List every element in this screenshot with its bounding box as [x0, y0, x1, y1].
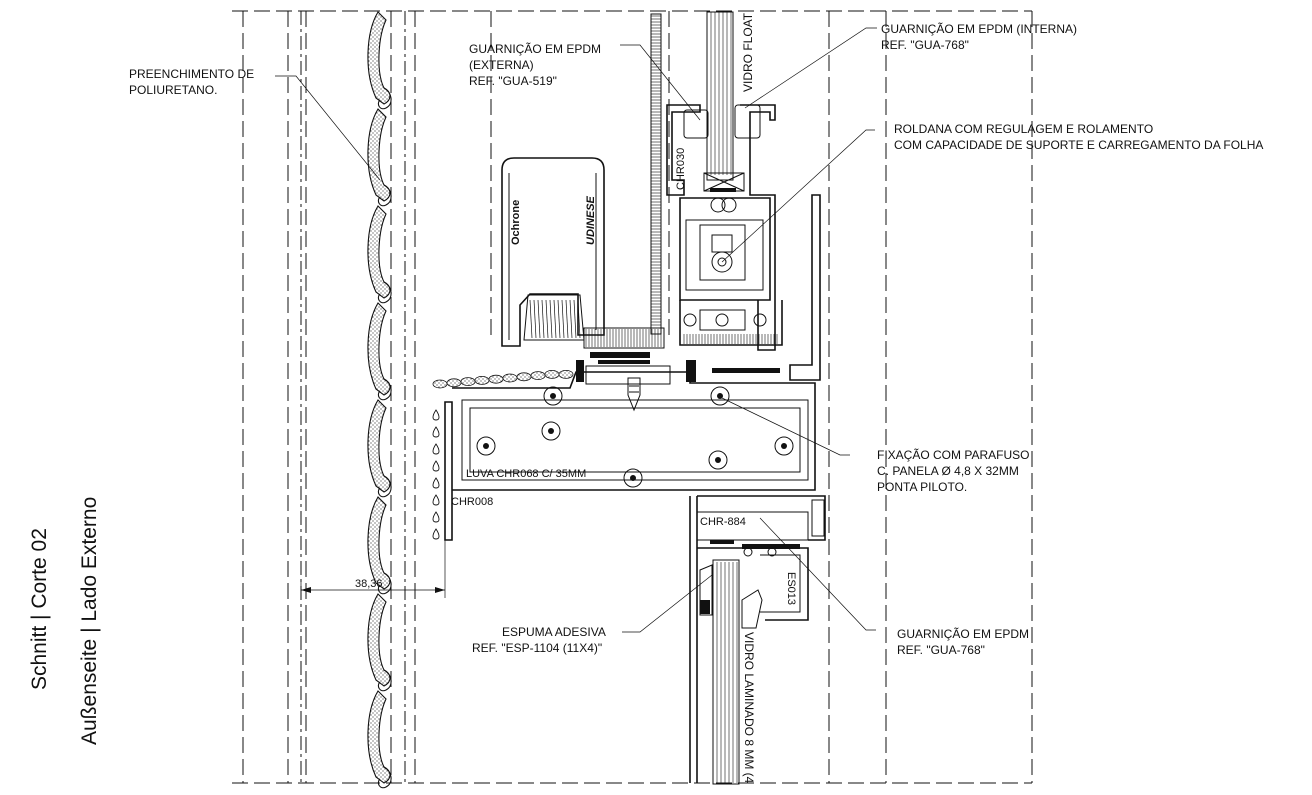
- dimension-value: 38,36: [355, 578, 383, 590]
- tuft: [432, 379, 448, 389]
- note-fixacao-1: FIXAÇÃO COM PARAFUSO: [877, 448, 1029, 462]
- water-drops: [432, 409, 440, 540]
- lower-glass: [699, 559, 763, 785]
- left-vertical-dashes: [242, 11, 492, 783]
- water-drop: [432, 511, 440, 523]
- es013-label: ES013: [785, 572, 797, 605]
- shutter-hook: [377, 87, 392, 110]
- tuft: [558, 369, 574, 379]
- brush-bristle: [561, 299, 565, 339]
- shutter-hook: [377, 184, 392, 207]
- brush-bristle: [533, 299, 537, 339]
- motor-housing: Ochrone UDINESE: [501, 157, 605, 347]
- tuft: [446, 378, 462, 388]
- lower-frame: CHR-884 ES013: [689, 495, 826, 783]
- vidro-float-label: VIDRO FLOAT: [741, 12, 755, 92]
- luva-label: LUVA CHR068 C/ 35MM: [466, 468, 586, 480]
- water-drop: [432, 460, 440, 472]
- shutter-hook: [377, 281, 392, 304]
- shutter-slat: [367, 11, 391, 105]
- tuft-seal-row: [432, 369, 574, 389]
- note-fixacao-3: PONTA PILOTO.: [877, 480, 967, 494]
- brush-bristle: [541, 299, 545, 339]
- title-line1: Schnitt | Corte 02: [28, 528, 51, 690]
- note-espuma-1: ESPUMA ADESIVA: [502, 625, 606, 639]
- shutter-hook: [377, 766, 392, 789]
- water-drop: [432, 477, 440, 489]
- brush-bristle: [577, 299, 581, 339]
- tuft: [544, 369, 560, 379]
- shutter-slat: [367, 108, 391, 202]
- shutter-slat: [367, 690, 391, 784]
- note-gua768-bottom-2: REF. "GUA-768": [897, 643, 985, 657]
- brand-ochrone: Ochrone: [510, 200, 522, 245]
- tuft: [530, 371, 546, 381]
- shutter-slat: [367, 205, 391, 299]
- shutter-hook: [377, 378, 392, 401]
- chr030-label: CHR030: [675, 148, 687, 190]
- brush-bristle: [569, 299, 573, 339]
- tuft: [460, 377, 476, 387]
- shutter-slat: [367, 496, 391, 590]
- note-roldana-2: COM CAPACIDADE DE SUPORTE E CARREGAMENTO…: [894, 138, 1263, 152]
- right-vertical-dashes: [828, 11, 1033, 783]
- horizontal-brush-seal: [583, 327, 665, 364]
- shutter-slats: [367, 11, 392, 789]
- brush-bristle: [553, 299, 557, 339]
- brush-bristle: [557, 299, 561, 339]
- shutter-slat: [367, 593, 391, 687]
- note-gua768-top-1: GUARNIÇÃO EM EPDM (INTERNA): [881, 22, 1077, 36]
- chr884-label: CHR-884: [700, 516, 746, 528]
- brush-bristle: [537, 299, 541, 339]
- note-gua768-bottom-1: GUARNIÇÃO EM EPDM: [897, 627, 1029, 641]
- roller-frame: CHR030: [666, 104, 783, 351]
- water-drop: [432, 443, 440, 455]
- chr008-label: CHR008: [451, 496, 493, 508]
- drawing-title: Schnitt | Corte 02 Außenseite | Lado Ext…: [28, 497, 101, 745]
- dimension-38-36: 38,36: [300, 540, 446, 598]
- vidro-laminado-label: VIDRO LAMINADO 8 MM (4: [742, 632, 756, 784]
- tuft: [488, 374, 504, 384]
- brand-udinese: UDINESE: [585, 195, 597, 245]
- shutter-slat: [367, 399, 391, 493]
- note-espuma-2: REF. "ESP-1104 (11X4)": [472, 641, 602, 655]
- brush-bristle: [549, 299, 553, 339]
- main-profile: LUVA CHR068 C/ 35MM CHR008: [444, 360, 816, 541]
- note-gua768-top-2: REF. "GUA-768": [881, 38, 969, 52]
- water-drop: [432, 426, 440, 438]
- tuft: [502, 373, 518, 383]
- water-drop: [432, 409, 440, 421]
- water-drop: [432, 494, 440, 506]
- leader-lines: [275, 27, 877, 633]
- note-fixacao-2: C. PANELA Ø 4,8 X 32MM: [877, 464, 1019, 478]
- brush-bristle: [529, 299, 533, 339]
- shutter-hook: [377, 669, 392, 692]
- note-roldana-1: ROLDANA COM REGULAGEM E ROLAMENTO: [894, 122, 1153, 136]
- water-drop: [432, 528, 440, 540]
- brush-bristle: [565, 299, 569, 339]
- note-gua519-3: REF. "GUA-519": [469, 74, 557, 88]
- shutter-hook: [377, 572, 392, 595]
- note-preenchimento-1: PREENCHIMENTO DE: [129, 67, 254, 81]
- shutter-slat: [367, 302, 391, 396]
- shutter-hook: [377, 475, 392, 498]
- tuft: [474, 375, 490, 385]
- right-frame-wall: [789, 194, 821, 381]
- title-line2: Außenseite | Lado Externo: [78, 497, 101, 745]
- note-preenchimento-2: POLIURETANO.: [129, 83, 217, 97]
- annotations: PREENCHIMENTO DE POLIURETANO. GUARNIÇÃO …: [129, 22, 1263, 657]
- note-gua519-2: (EXTERNA): [469, 58, 534, 72]
- brush-bristle: [573, 299, 577, 339]
- brush-bristle: [545, 299, 549, 339]
- tuft: [516, 372, 532, 382]
- note-gua519-1: GUARNIÇÃO EM EPDM: [469, 42, 601, 56]
